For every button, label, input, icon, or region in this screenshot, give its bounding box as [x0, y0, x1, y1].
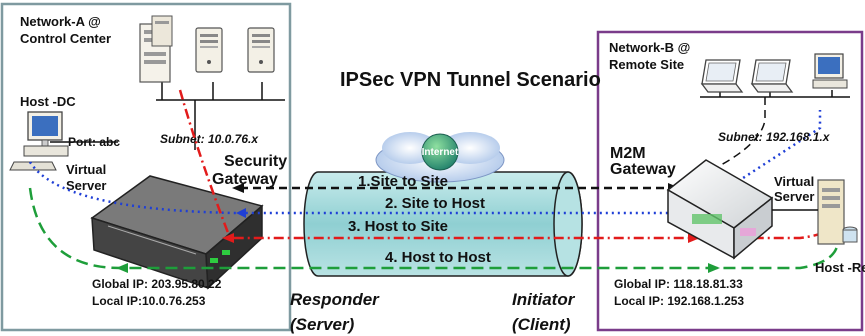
globe-icon	[421, 133, 459, 171]
virtual-server-right-line2: Server	[774, 189, 814, 204]
virtual-server-left-line1: Virtual	[66, 162, 106, 177]
responder-line2: (Server)	[290, 315, 355, 334]
network-b-title-line2: Remote Site	[609, 57, 684, 72]
vpn-tunnel-tube	[303, 171, 583, 277]
security-gateway-line1: Security	[224, 153, 287, 170]
responder-line1: Responder	[290, 290, 380, 309]
network-b-title-line1: Network-B @	[609, 40, 690, 55]
tunnel-2-label: 2. Site to Host	[385, 195, 485, 212]
network-a-box	[0, 2, 292, 332]
network-a-title-line2: Control Center	[20, 31, 111, 46]
server-icon	[139, 15, 173, 83]
port-label: Port: abc	[68, 135, 120, 149]
internet-cloud-icon	[375, 132, 505, 183]
network-a-lan-bus	[156, 82, 285, 150]
subnet-b-label: Subnet: 192.168.1.x	[718, 130, 831, 144]
desktop-computer-icon	[812, 53, 848, 89]
tunnel-4-host-to-host-path	[28, 187, 840, 273]
tunnel-3-label: 3. Host to Site	[348, 218, 448, 235]
host-remote-label: Host -Re	[815, 260, 865, 275]
tunnel-3-host-to-site-path	[178, 89, 834, 243]
initiator-line1: Initiator	[512, 290, 576, 309]
host-dc-computer-icon	[9, 111, 69, 171]
local-ip-b: Local IP: 192.168.1.253	[614, 294, 744, 308]
security-gateway-device-icon	[90, 175, 264, 290]
host-remote-server-icon	[817, 179, 858, 245]
virtual-server-left-line2: Server	[66, 178, 106, 193]
global-ip-a: Global IP: 203.95.80.22	[92, 277, 222, 291]
laptop-icon	[751, 59, 793, 93]
subnet-a-label: Subnet: 10.0.76.x	[160, 132, 259, 146]
laptop-icon	[701, 59, 743, 93]
m2m-gateway-device-icon	[666, 159, 774, 260]
tunnel-4-label: 4. Host to Host	[385, 249, 491, 266]
m2m-gateway-line1: M2M	[610, 145, 646, 162]
local-ip-a: Local IP:10.0.76.253	[92, 294, 206, 308]
internet-label: Internet	[422, 147, 459, 158]
global-ip-b: Global IP: 118.18.81.33	[614, 277, 743, 291]
initiator-line2: (Client)	[512, 315, 571, 334]
network-a-title-line1: Network-A @	[20, 14, 101, 29]
host-dc-label: Host -DC	[20, 94, 76, 109]
network-b-box	[596, 30, 864, 332]
server-icon	[247, 27, 275, 73]
diagram-title: IPSec VPN Tunnel Scenario	[340, 69, 601, 91]
m2m-gateway-line2: Gateway	[610, 161, 676, 178]
server-icon	[195, 27, 223, 73]
tunnel-1-label: 1.Site to Site	[358, 173, 448, 190]
virtual-server-right-line1: Virtual	[774, 174, 814, 189]
security-gateway-line2: Gateway	[212, 171, 278, 188]
